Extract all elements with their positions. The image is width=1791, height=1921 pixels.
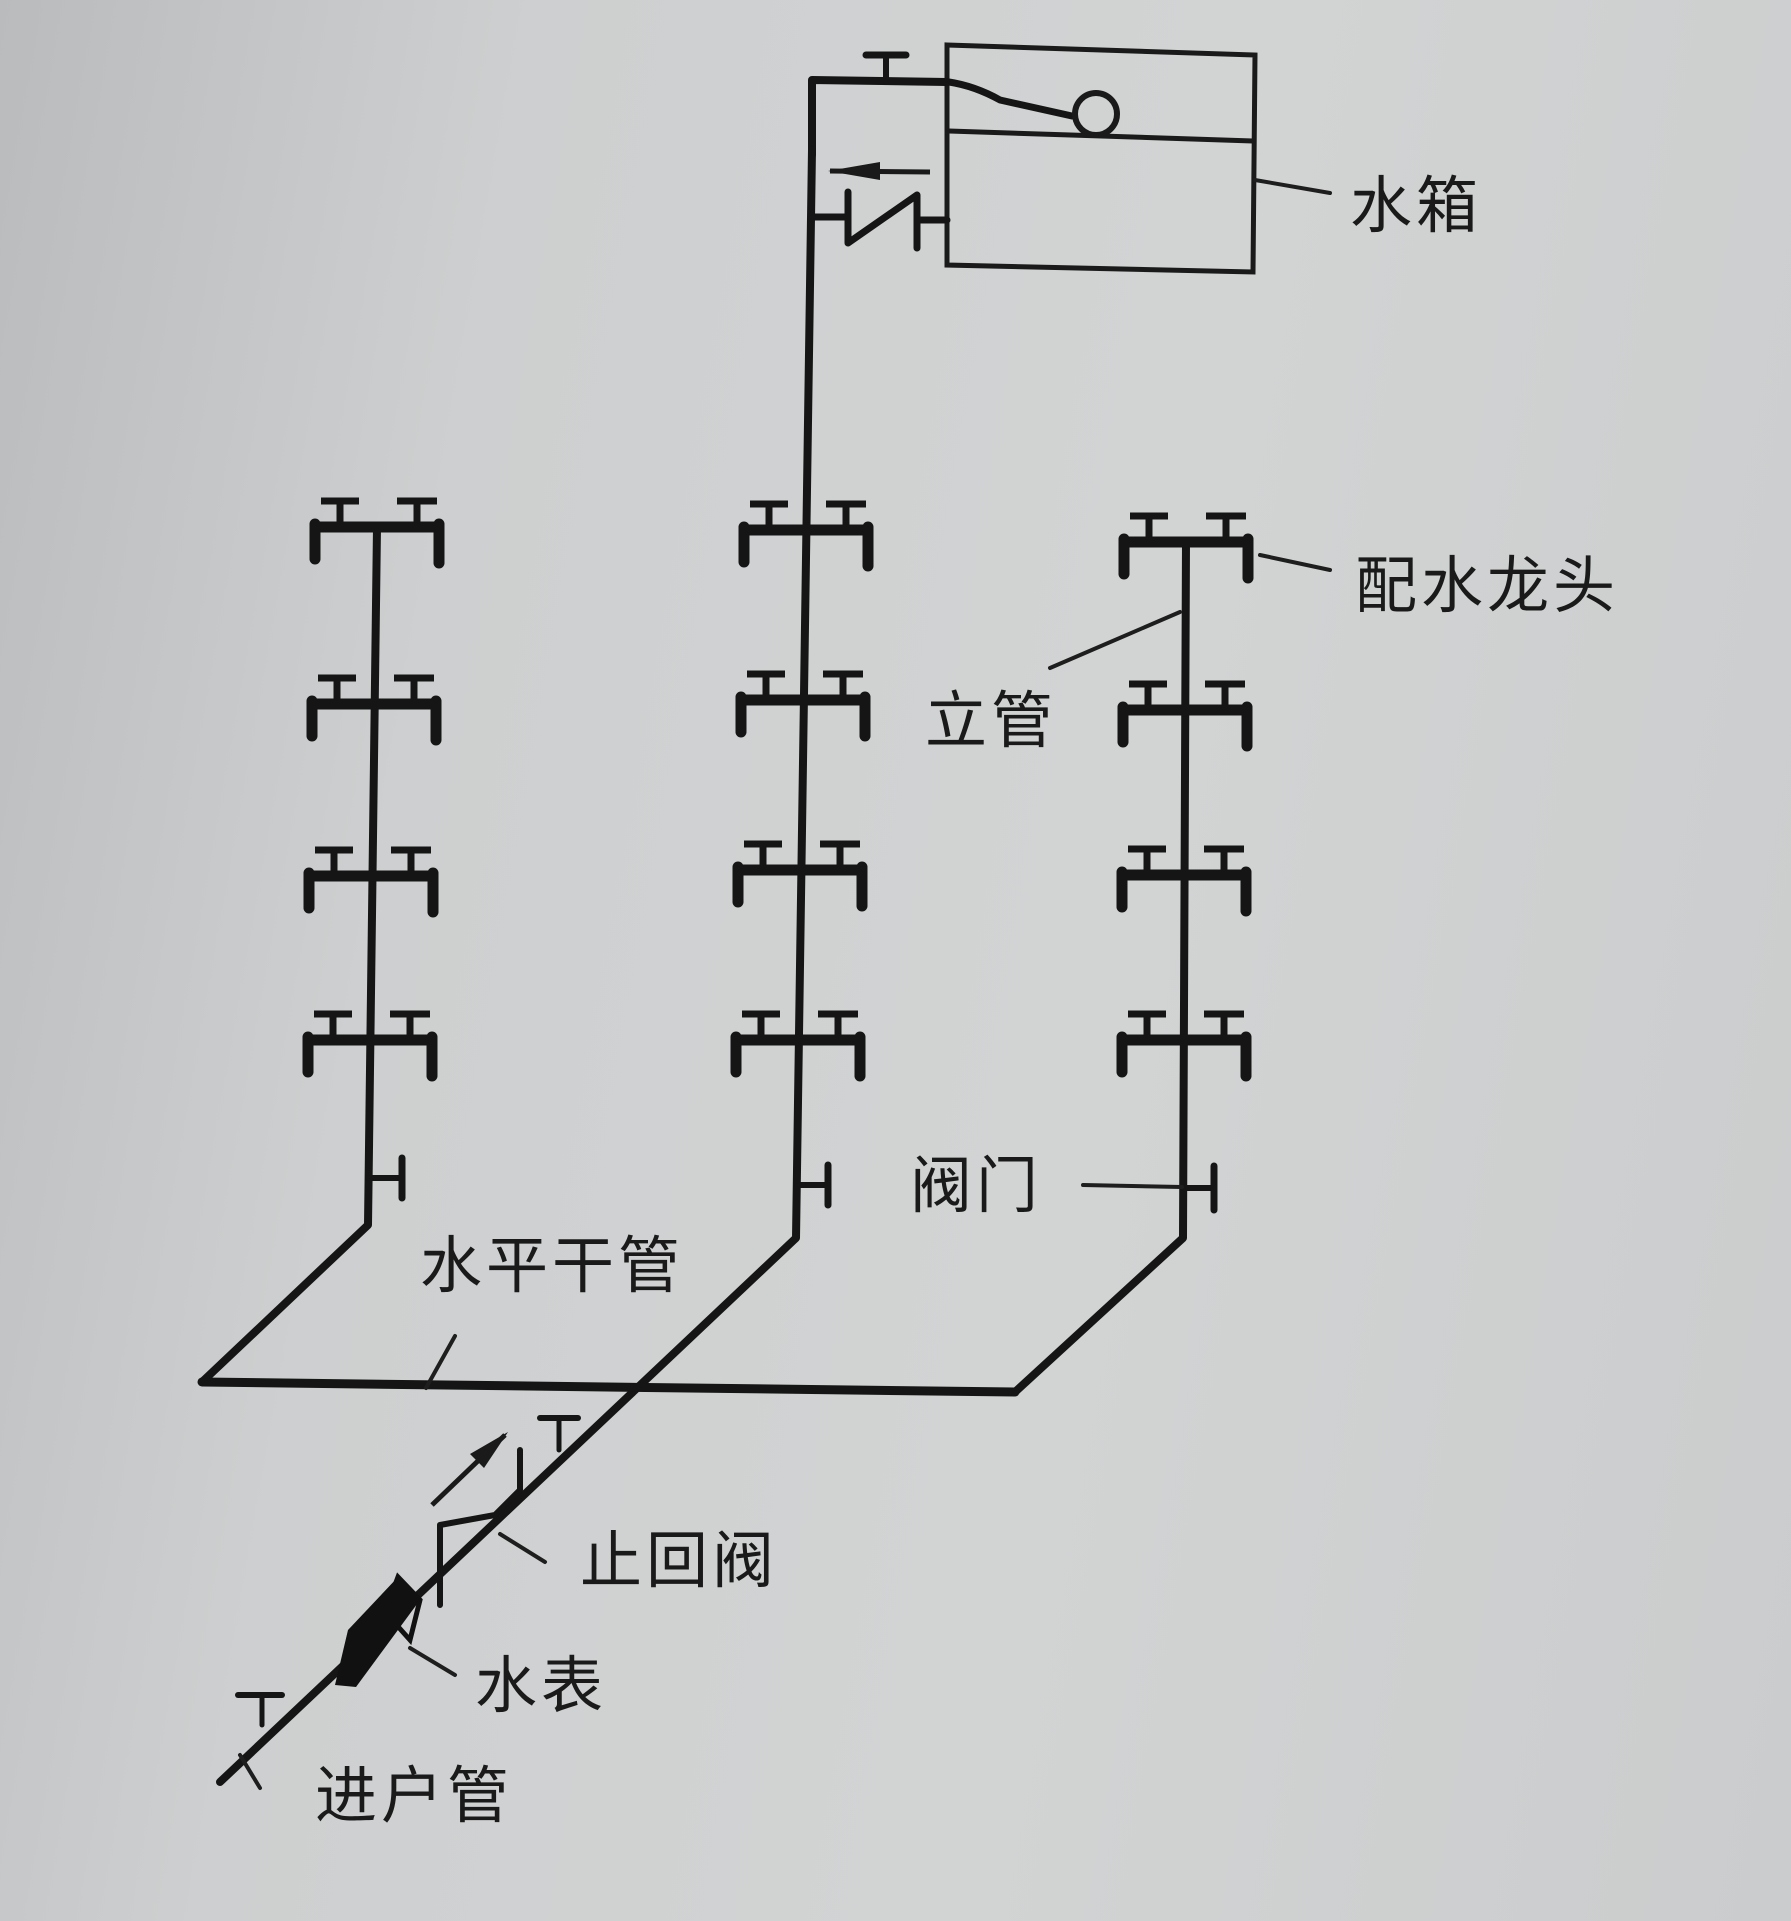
flow-arrow-icon: [470, 1432, 508, 1468]
label-water-meter: 水表: [475, 1649, 608, 1722]
tank-outlet-check-valve: [808, 162, 951, 252]
float-ball-icon: [1072, 90, 1120, 138]
label-valve: 阀门: [910, 1149, 1043, 1222]
label-faucet: 配水龙头: [1355, 549, 1620, 622]
check-valve-icon: [437, 1447, 523, 1608]
label-check-valve: 止回阀: [580, 1524, 779, 1597]
riser-valves: [365, 1154, 1218, 1214]
leader-lines: [238, 553, 1332, 1790]
inlet-assembly: [235, 1415, 581, 1728]
label-riser: 立管: [925, 684, 1058, 757]
right-riser: [1011, 538, 1190, 1396]
label-inlet-pipe: 进户管: [315, 1759, 514, 1832]
check-valve-icon: [844, 188, 921, 252]
flow-arrow-icon: [828, 162, 880, 180]
label-horizontal-main: 水平干管: [420, 1229, 685, 1302]
water-tank: [944, 42, 1332, 275]
horizontal-main-pipe: [197, 1377, 1020, 1397]
tank-inlet-pipe: [808, 51, 951, 159]
label-water-tank: 水箱: [1350, 169, 1483, 242]
left-riser: [198, 523, 381, 1386]
water-meter-icon: [335, 1577, 420, 1687]
